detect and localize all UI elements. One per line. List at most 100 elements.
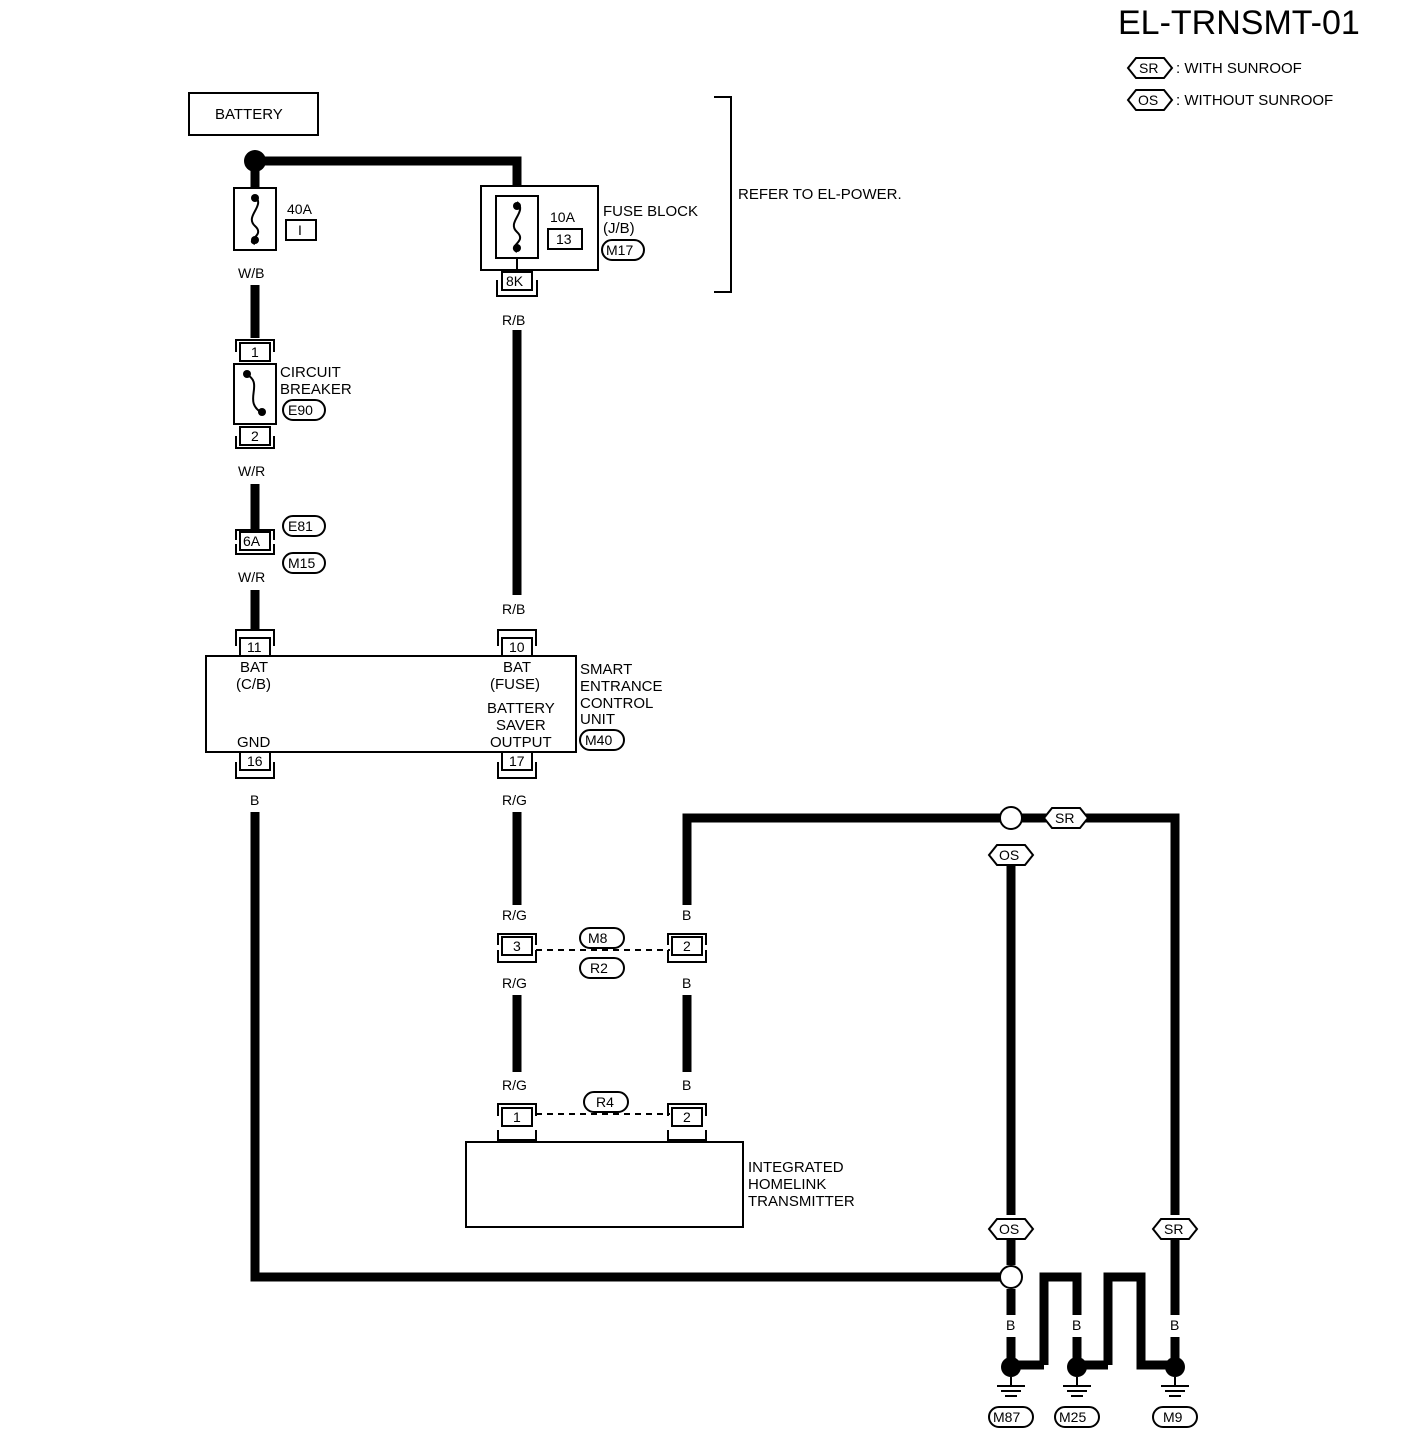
mid-conn-bottom: R2	[590, 960, 608, 976]
secu-bat-cb-1: BAT	[240, 659, 268, 676]
secu-bat-fuse-1: BAT	[503, 659, 531, 676]
mid-wire-right-top: B	[682, 907, 691, 923]
middle-connector: R/G 3 M8 R2 2 B R/G B	[497, 907, 707, 991]
legend-os-code: OS	[1138, 92, 1158, 108]
fusible-link-40a: 40A I	[233, 187, 317, 251]
secu-saver-1: BATTERY	[487, 700, 555, 717]
circuit-breaker-connector: E90	[288, 402, 313, 418]
mid-conn-top: M8	[588, 930, 608, 946]
option-splice-bottom	[999, 1265, 1023, 1289]
ground-m25-label: M25	[1059, 1409, 1086, 1425]
circuit-breaker-pin-1: 1	[251, 344, 259, 360]
battery-label: BATTERY	[215, 106, 283, 123]
secu-saver-2: SAVER	[496, 717, 546, 734]
tx-pin-right: 2	[683, 1109, 691, 1125]
tx-label-1: INTEGRATED	[748, 1159, 844, 1176]
joint-connector-6a: 6A E81 M15	[235, 515, 326, 574]
fuse-rating: 10A	[550, 209, 576, 225]
secu-pin-10: 10	[509, 639, 525, 655]
fuse-number: 13	[556, 231, 572, 247]
fusible-link-id: I	[298, 222, 302, 238]
os-tag-bottom: OS	[987, 1218, 1035, 1240]
sr-tag-bottom-text: SR	[1164, 1221, 1183, 1237]
joint-connector-top: E81	[288, 518, 313, 534]
refer-bracket	[714, 96, 732, 293]
wire-ground-jumper-2	[1103, 1272, 1175, 1370]
wire-b-gnd	[250, 812, 1000, 1282]
fuse-block: 10A 13 8K FUSE BLOCK (J/B) M17	[480, 185, 698, 297]
fuse-block-label-1: FUSE BLOCK	[603, 203, 698, 220]
circuit-breaker-label-2: BREAKER	[280, 381, 352, 398]
secu-bat-cb-2: (C/B)	[236, 676, 271, 693]
fusible-link-rating: 40A	[287, 201, 313, 217]
tx-wire-right: B	[682, 1077, 691, 1093]
wire-sr-top	[1022, 813, 1180, 1215]
mid-pin-left: 3	[513, 938, 521, 954]
ground-m9-label: M9	[1163, 1409, 1183, 1425]
sr-tag-top: SR	[1042, 807, 1090, 829]
ground-m9: M9	[1152, 1357, 1198, 1428]
secu-gnd: GND	[237, 734, 271, 751]
circuit-breaker-label-1: CIRCUIT	[280, 364, 341, 381]
ground-m25: M25	[1054, 1357, 1100, 1428]
refer-text: REFER TO EL-POWER.	[738, 186, 902, 203]
mid-wire-right-bottom: B	[682, 975, 691, 991]
ground-wire-label-2: B	[1039, 1317, 1048, 1333]
wire-battery-fuse-block	[255, 156, 522, 190]
legend-os-text: : WITHOUT SUNROOF	[1176, 92, 1333, 109]
fuse-block-terminal: 8K	[506, 273, 524, 289]
legend-sr-code: SR	[1139, 60, 1158, 76]
secu-saver-3: OUTPUT	[490, 734, 552, 751]
os-tag-bottom-text: OS	[999, 1221, 1019, 1237]
legend-sr-text: : WITH SUNROOF	[1176, 60, 1302, 77]
legend-sr: SR : WITH SUNROOF	[1126, 57, 1302, 79]
wire-label-wr-2: W/R	[238, 569, 265, 585]
secu-pin-11: 11	[247, 639, 262, 655]
tx-wire-left: R/G	[502, 1077, 527, 1093]
secu-label-3: CONTROL	[580, 695, 653, 712]
wire-label-wb: W/B	[238, 265, 264, 281]
fuse-block-label-2: (J/B)	[603, 220, 635, 237]
wire-ground-jumper-1	[1039, 1272, 1082, 1365]
joint-connector-bottom: M15	[288, 555, 315, 571]
mid-pin-right: 2	[683, 938, 691, 954]
tx-connector: R4	[596, 1094, 614, 1110]
wire-label-wr-1: W/R	[238, 463, 265, 479]
secu-label-4: UNIT	[580, 711, 615, 728]
legend-os: OS : WITHOUT SUNROOF	[1126, 89, 1333, 111]
ground-m87-label: M87	[993, 1409, 1020, 1425]
ground-m87: M87	[988, 1357, 1034, 1428]
wire-label-rb-1: R/B	[502, 312, 525, 328]
fuse-block-connector: M17	[606, 242, 633, 258]
ground-wire-label-6: B	[1170, 1317, 1179, 1333]
os-tag-top-text: OS	[999, 847, 1019, 863]
tx-pin-left: 1	[513, 1109, 521, 1125]
secu-label-2: ENTRANCE	[580, 678, 663, 695]
secu-pin-16: 16	[247, 753, 263, 769]
secu-connector: M40	[585, 732, 612, 748]
circuit-breaker-pin-2: 2	[251, 428, 259, 444]
ground-wire-label-1: B	[1006, 1317, 1015, 1333]
tx-label-2: HOMELINK	[748, 1176, 826, 1193]
mid-wire-left-top: R/G	[502, 907, 527, 923]
wire-label-rb-2: R/B	[502, 601, 525, 617]
ground-wire-label-3: B	[1072, 1317, 1081, 1333]
sr-tag-top-text: SR	[1055, 810, 1074, 826]
wire-label-rg-1: R/G	[502, 792, 527, 808]
wire-b-transmitter-upper	[682, 813, 1000, 905]
battery: BATTERY	[188, 92, 319, 136]
mid-wire-left-bottom: R/G	[502, 975, 527, 991]
ground-wire-label-4: B	[1103, 1317, 1112, 1333]
circuit-breaker: 1 2 CIRCUIT BREAKER E90	[233, 339, 352, 449]
tx-label-3: TRANSMITTER	[748, 1193, 855, 1210]
ground-wire-label-5: B	[1136, 1317, 1145, 1333]
secu-pin-17: 17	[509, 753, 525, 769]
wire-label-b-gnd: B	[250, 792, 259, 808]
secu-label-1: SMART	[580, 661, 632, 678]
diagram-id: EL-TRNSMT-01	[1118, 4, 1360, 42]
sr-tag-bottom: SR	[1151, 1218, 1199, 1240]
joint-connector-pin: 6A	[243, 533, 261, 549]
smart-entrance-control-unit: 11 10 16 17 BAT (C/B) BAT (FUSE) BATTERY…	[205, 629, 663, 779]
homelink-transmitter: R/G B 1 2 R4 INTEGRATED HOMELINK TRANSMI…	[465, 1077, 855, 1228]
